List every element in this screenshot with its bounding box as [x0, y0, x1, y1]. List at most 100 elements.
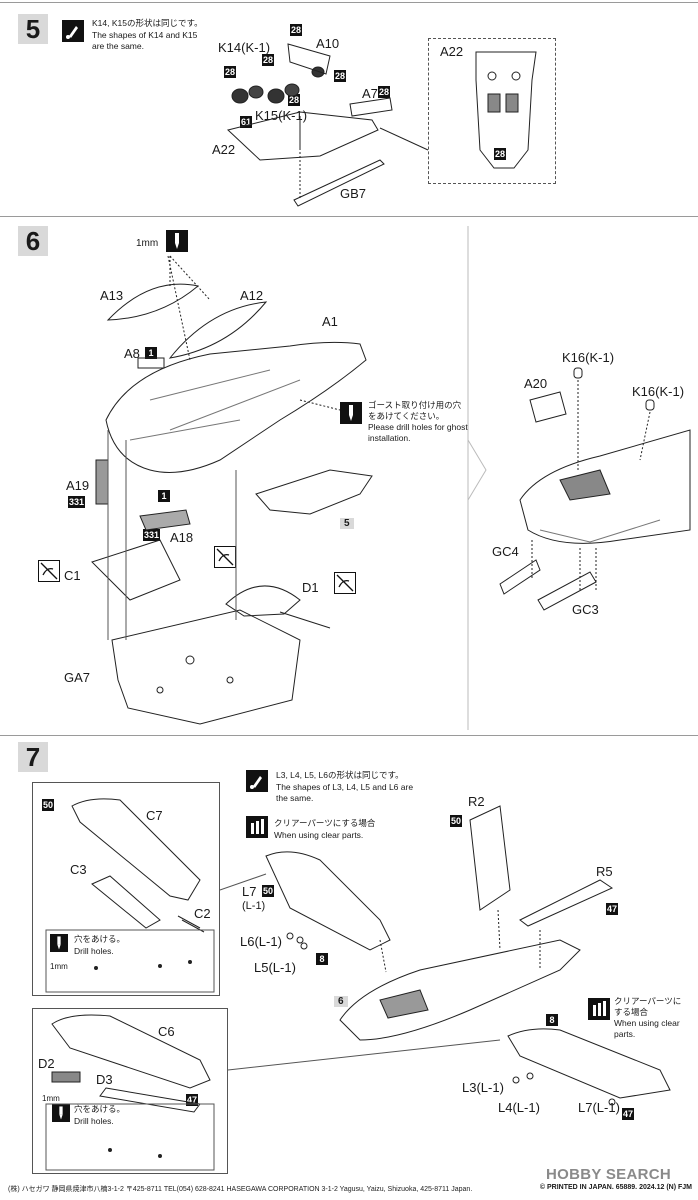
part-label-d2: D2	[38, 1056, 55, 1071]
detail-box-upper	[32, 782, 220, 996]
clear-parts-icon	[246, 816, 268, 838]
section-divider-top	[0, 2, 698, 3]
c3-part	[91, 875, 161, 929]
a12-canopy	[168, 301, 268, 359]
drill-size: 1mm	[42, 1094, 60, 1103]
part-label-ga7: GA7	[64, 670, 91, 685]
part-label-k14: K14(K-1)	[218, 40, 271, 55]
c6-wing	[51, 1014, 211, 1089]
no-glue-icon	[334, 572, 356, 594]
material-badge: 28	[290, 24, 303, 36]
part-label-a7: A7	[362, 86, 378, 101]
a13-canopy	[106, 283, 200, 321]
step-5-number: 5	[18, 14, 48, 44]
material-badge: 28	[262, 54, 275, 66]
drill-holes-jp: 穴をあける。	[74, 934, 126, 944]
drill-icon	[50, 934, 68, 952]
part-label-l6: L6(L-1)	[240, 934, 282, 949]
part-label-r5: R5	[596, 864, 613, 879]
step-7-number: 7	[18, 742, 48, 772]
clear-parts-note-en: When using clear parts.	[274, 830, 364, 840]
a7-part	[349, 97, 393, 117]
part-label-a10: A10	[316, 36, 340, 51]
a19-part	[95, 459, 109, 505]
k14-k15-nozzles	[231, 66, 325, 104]
part-label-c1: C1	[64, 568, 81, 583]
l-lights-left	[286, 932, 308, 950]
material-badge: 8	[546, 1014, 558, 1026]
a20-part	[529, 391, 567, 423]
part-label-l4: L4(L-1)	[498, 1100, 540, 1115]
gc3-part	[537, 571, 597, 611]
part-label-c3: C3	[70, 862, 87, 877]
part-label-a8: A8	[124, 346, 140, 361]
clear-parts-icon	[588, 998, 610, 1020]
part-label-c6: C6	[158, 1024, 175, 1039]
c1-part	[91, 539, 181, 601]
material-badge: 28	[224, 66, 237, 78]
part-label-a13: A13	[100, 288, 124, 303]
part-label-a12: A12	[240, 288, 264, 303]
same-shape-note-icon	[62, 20, 84, 42]
part-label-gc3: GC3	[572, 602, 599, 617]
clear-parts-note-jp: クリアーパーツにする場合	[274, 818, 376, 828]
part-label-k15: K15(K-1)	[255, 108, 308, 123]
part-label-d3: D3	[96, 1072, 113, 1087]
part-label-l5: L5(L-1)	[254, 960, 296, 975]
drill-panel-upper	[45, 929, 215, 993]
drill-holes-en: Drill holes.	[74, 946, 114, 956]
part-label-r2: R2	[468, 794, 485, 809]
inset-detail-box	[428, 38, 556, 184]
section-divider-5-6	[0, 216, 698, 217]
step-6-number: 6	[18, 226, 48, 256]
section-divider-6-7	[0, 735, 698, 736]
main-fuselage	[339, 939, 581, 1041]
a1-upper-body	[105, 341, 367, 473]
footer-print-info: © PRINTED IN JAPAN. 65889. 2024.12 (N) F…	[539, 1184, 692, 1191]
material-badge: 50	[262, 885, 275, 897]
part-label-c7: C7	[146, 808, 163, 823]
material-badge: 331	[143, 529, 161, 541]
material-badge: 331	[68, 496, 86, 508]
d1-part	[225, 585, 331, 629]
part-label-a18: A18	[170, 530, 194, 545]
material-badge: 28	[378, 86, 391, 98]
no-glue-icon	[38, 560, 60, 582]
part-label-a20: A20	[524, 376, 548, 391]
no-glue-icon	[214, 546, 236, 568]
material-badge: 8	[316, 953, 328, 965]
clear-parts-note-jp-2: クリアーパーツにする場合	[614, 996, 682, 1017]
step-reference-5: 5	[340, 518, 354, 529]
drill-icon	[52, 1104, 70, 1122]
watermark: HOBBY SEARCH	[546, 1166, 672, 1183]
part-label-l7-sub: (L-1)	[242, 900, 266, 912]
part-label-l7: L7	[242, 884, 257, 899]
gc4-part	[499, 559, 541, 595]
l-lights-right	[512, 1072, 616, 1106]
part-label-a1: A1	[322, 314, 338, 329]
material-badge: 47	[622, 1108, 635, 1120]
material-badge: 1	[158, 490, 170, 502]
part-label-a22: A22	[212, 142, 236, 157]
step5-note-jp: K14, K15の形状は同じです。	[92, 18, 203, 28]
step7-note-jp: L3, L4, L5, L6の形状は同じです。	[276, 770, 404, 780]
detail-box-lower	[32, 1008, 228, 1174]
a22-part	[226, 111, 379, 161]
d3-part	[99, 1087, 201, 1113]
material-badge: 50	[42, 799, 55, 811]
step5-note-en: The shapes of K14 and K15 are the same.	[92, 30, 198, 51]
c7-wing	[71, 798, 201, 901]
r5-fin	[519, 879, 614, 927]
drill-holes-en-2: Drill holes.	[74, 1116, 114, 1126]
drill-size: 1mm	[50, 962, 68, 971]
a22-inset-part	[475, 51, 537, 169]
k16-parts	[573, 367, 655, 411]
drill-icon	[166, 230, 188, 252]
gb7-part	[293, 159, 385, 207]
material-badge: 28	[494, 148, 507, 160]
a18-part	[139, 509, 191, 531]
drill-icon	[340, 402, 362, 424]
step-reference-6: 6	[334, 996, 348, 1007]
part-label-d1: D1	[302, 580, 319, 595]
